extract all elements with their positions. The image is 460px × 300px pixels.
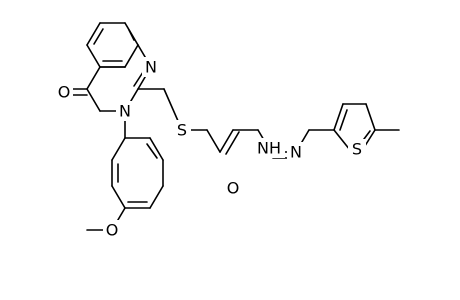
bond [339,109,348,131]
bond [111,137,126,161]
bond [365,103,376,131]
bond [86,66,101,90]
bond [333,103,344,131]
bond [225,131,240,155]
bond [333,129,351,151]
atom-n1: N [145,58,157,77]
bond [149,185,164,209]
atom-o-methoxy: O [106,221,119,240]
bond [86,22,101,46]
atom-s-thiophene: S [352,140,362,159]
bond [86,44,101,68]
bonds [63,22,400,231]
bond [146,143,158,159]
bond [86,88,101,112]
atom-s-thioether: S [177,121,187,140]
atom-n-hydrazide: N [257,139,269,158]
atom-h-hydrazide: H [269,139,281,158]
bond [124,44,139,68]
bond [128,29,135,41]
atom-labels: N N O S O N H N S O [55,57,366,240]
atom-n-imine: N [290,143,302,162]
bond [219,129,234,153]
bond [149,137,164,161]
atom-o-carbonyl: O [58,83,71,102]
bond [93,28,104,45]
bond [206,129,221,153]
atom-o-amide: O [227,179,240,198]
atom-n3: N [119,102,131,121]
bond [111,185,126,209]
